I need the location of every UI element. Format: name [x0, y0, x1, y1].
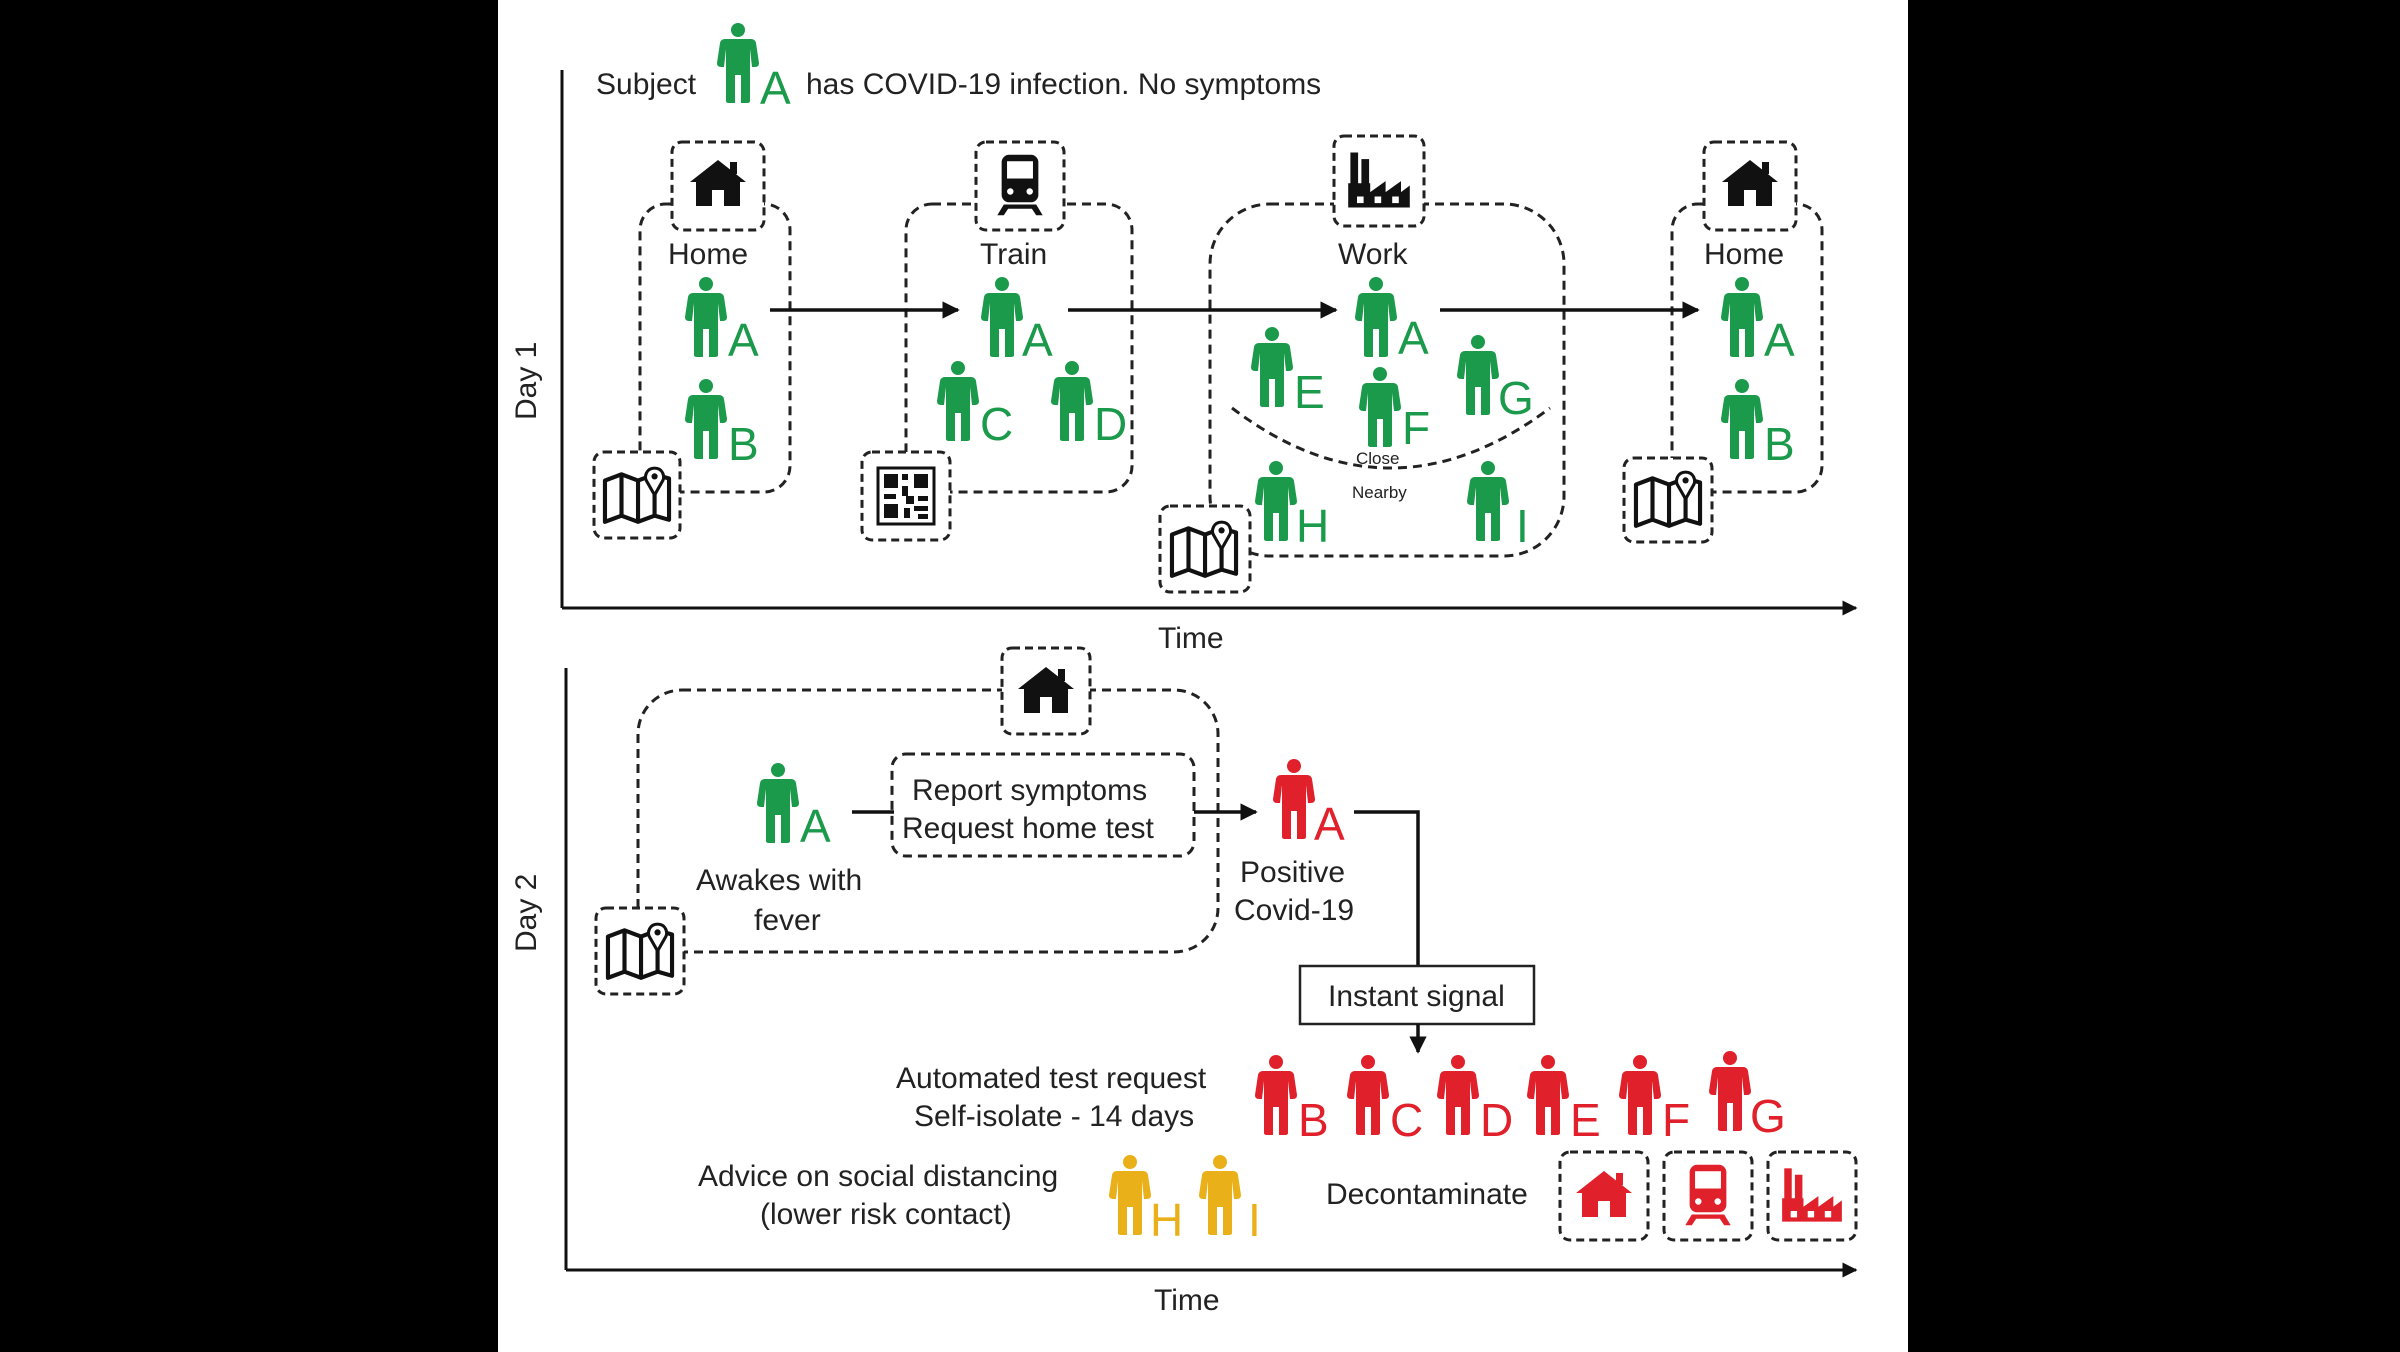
person-b-letter: B [728, 418, 759, 470]
header-prefix: Subject [596, 68, 697, 101]
header: Subject A has COVID-19 infection. No sym… [596, 23, 1321, 114]
person-c-contact [1347, 1055, 1389, 1135]
train-zone [904, 202, 1134, 494]
qr-code-icon [876, 466, 936, 526]
instant-signal-box [1298, 964, 1536, 1026]
person-f-contact [1619, 1055, 1661, 1135]
decontaminate-label: Decontaminate [1326, 1178, 1528, 1211]
person-b-contact-letter: B [1298, 1094, 1329, 1146]
nearby-label: Nearby [1352, 483, 1407, 502]
person-a-letter: A [1022, 314, 1053, 366]
person-g-contact [1709, 1051, 1751, 1131]
person-a [685, 277, 727, 357]
person-f-letter: F [1402, 402, 1430, 454]
person-i [1467, 461, 1509, 541]
person-c-letter: C [980, 398, 1013, 450]
person-e [1251, 327, 1293, 407]
day1-timeline: Day 1 Time Home A B Train A C D [510, 70, 1858, 655]
work-icon-box [1332, 134, 1426, 228]
person-i-contact-letter: I [1248, 1194, 1261, 1246]
person-c-contact-letter: C [1390, 1094, 1423, 1146]
person-a-letter: A [1398, 312, 1429, 364]
connector-positive-to-signal [1354, 810, 1420, 966]
awake-line2: fever [754, 904, 821, 937]
person-i-contact [1199, 1155, 1241, 1235]
person-a [1721, 277, 1763, 357]
person-a-positive [1273, 759, 1315, 839]
person-g [1457, 335, 1499, 415]
location-work: Work A E F G Close Nearby H I [1158, 134, 1566, 594]
decon-work-box [1766, 1150, 1858, 1242]
day2-axis-label: Day 2 [510, 874, 543, 952]
person-h-contact [1109, 1155, 1151, 1235]
person-g-contact-letter: G [1750, 1090, 1786, 1142]
person-h-letter: H [1296, 500, 1329, 552]
person-b [1721, 379, 1763, 459]
auto-line1: Automated test request [896, 1062, 1207, 1095]
positive-line1: Positive [1240, 856, 1345, 889]
person-a [757, 763, 799, 843]
home-2-label: Home [1704, 238, 1784, 271]
person-a-letter: A [1764, 314, 1795, 366]
day2-home-zone [636, 688, 1220, 954]
day1-time-label: Time [1158, 622, 1224, 655]
person-d-contact [1437, 1055, 1479, 1135]
advice-line2: (lower risk contact) [760, 1198, 1012, 1231]
train-icon [997, 154, 1043, 216]
person-e-contact-letter: E [1570, 1094, 1601, 1146]
low-risk-contacts: H I [1109, 1155, 1261, 1246]
subject-a-figure [717, 23, 759, 103]
location-home-1: Home A B [592, 140, 792, 540]
person-e-contact [1527, 1055, 1569, 1135]
decontaminate-icons [1558, 1150, 1858, 1242]
person-i-letter: I [1516, 500, 1529, 552]
report-line2: Request home test [902, 812, 1154, 845]
auto-line2: Self-isolate - 14 days [914, 1100, 1194, 1133]
day2-timeline: Day 2 Time A Awakes with fever Report sy… [510, 646, 1858, 1317]
work-label: Work [1338, 238, 1408, 271]
person-a-positive-letter: A [1314, 798, 1345, 850]
person-a-letter: A [728, 314, 759, 366]
high-risk-contacts: B C D E F G [1255, 1051, 1786, 1146]
person-d [1051, 361, 1093, 441]
person-d-letter: D [1094, 398, 1127, 450]
day2-time-label: Time [1154, 1284, 1220, 1317]
train-icon [1685, 1164, 1731, 1226]
person-c [937, 361, 979, 441]
person-b-contact [1255, 1055, 1297, 1135]
report-box [890, 752, 1196, 858]
person-b-letter: B [1764, 418, 1795, 470]
location-home-2: Home A B [1622, 140, 1824, 544]
person-a [981, 277, 1023, 357]
home-1-label: Home [668, 238, 748, 271]
close-label: Close [1356, 449, 1399, 468]
person-a-letter: A [800, 800, 831, 852]
instant-signal-label: Instant signal [1328, 980, 1505, 1013]
close-contact-boundary [1231, 406, 1551, 470]
person-d-contact-letter: D [1480, 1094, 1513, 1146]
report-line1: Report symptoms [912, 774, 1147, 807]
person-f [1359, 367, 1401, 447]
positive-line2: Covid-19 [1234, 894, 1354, 927]
awake-line1: Awakes with [696, 864, 862, 897]
person-b [685, 379, 727, 459]
person-f-contact-letter: F [1662, 1094, 1690, 1146]
person-h [1255, 461, 1297, 541]
location-train: Train A C D [860, 140, 1134, 542]
train-label: Train [980, 238, 1047, 271]
person-h-contact-letter: H [1150, 1194, 1183, 1246]
subject-a-letter: A [760, 62, 791, 114]
day1-axis-label: Day 1 [510, 342, 543, 420]
advice-line1: Advice on social distancing [698, 1160, 1058, 1193]
work-zone [1208, 202, 1566, 558]
person-a [1355, 277, 1397, 357]
header-suffix: has COVID-19 infection. No symptoms [806, 68, 1321, 101]
person-g-letter: G [1498, 372, 1534, 424]
person-e-letter: E [1294, 366, 1325, 418]
